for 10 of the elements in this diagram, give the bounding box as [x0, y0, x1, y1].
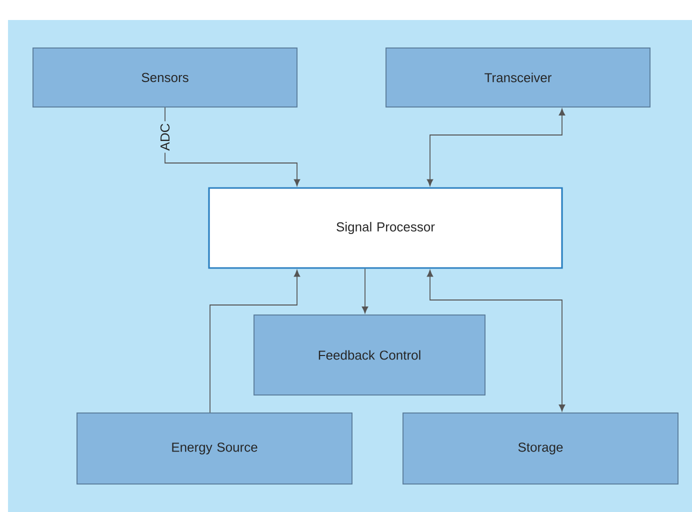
arrow [210, 270, 300, 413]
arrow [426, 270, 566, 412]
block-box: Energy Source [76, 412, 352, 484]
arrow [362, 268, 368, 314]
processor-box: Signal Processor [208, 187, 563, 269]
block-box: Transceiver [386, 48, 650, 108]
block-box: Storage [402, 412, 678, 484]
block-box: Sensors [32, 48, 298, 108]
block-box: Feedback Control [254, 314, 486, 396]
arrow [426, 108, 566, 186]
